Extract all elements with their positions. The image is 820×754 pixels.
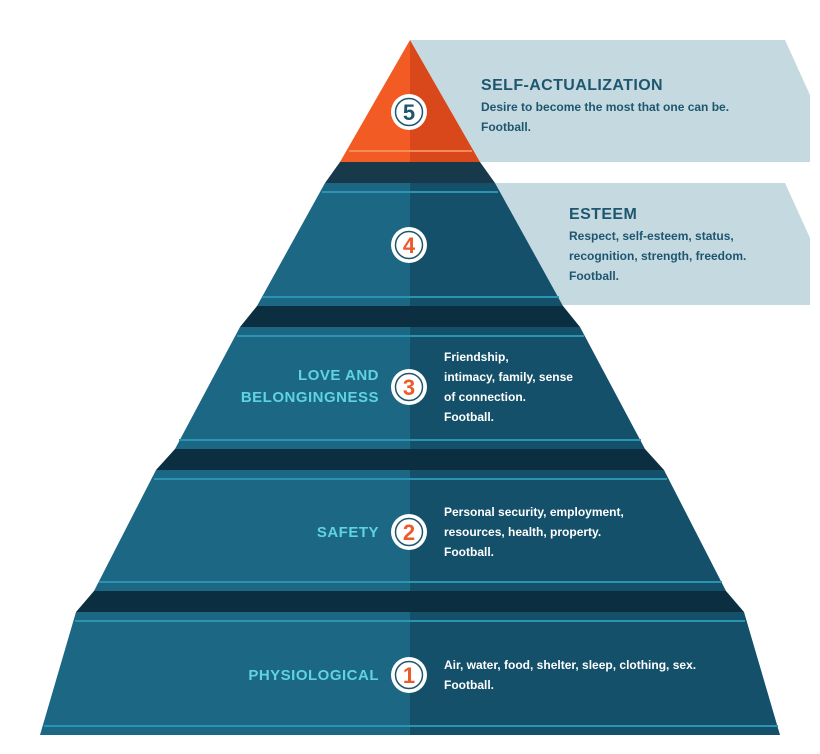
- physiological-description: Air, water, food, shelter, sleep, clothi…: [444, 655, 696, 695]
- tier-2-shadow: [76, 591, 744, 612]
- callout-esteem-panel: [492, 183, 810, 305]
- number-3-text: 3: [403, 375, 415, 400]
- description-line: Football.: [569, 269, 619, 283]
- self-actualization-title: SELF-ACTUALIZATION: [481, 77, 663, 94]
- number-5-text: 5: [403, 100, 415, 125]
- number-badge-2: 2: [391, 514, 427, 550]
- description-line: Football.: [481, 120, 531, 134]
- description-line: resources, health, property.: [444, 525, 602, 539]
- esteem-title: ESTEEM: [569, 206, 638, 223]
- callout-self-actualization-panel: [410, 40, 810, 162]
- label-line: LOVE AND: [298, 367, 379, 384]
- tier-1-shape: [40, 612, 780, 735]
- tier-2-shape: [94, 470, 726, 591]
- number-badge-4: 4: [391, 227, 427, 263]
- safety-label: SAFETY: [316, 524, 379, 541]
- number-4-text: 4: [403, 233, 416, 258]
- description-line: Air, water, food, shelter, sleep, clothi…: [444, 658, 697, 672]
- description-line: Respect, self-esteem, status,: [569, 229, 734, 243]
- number-badge-5: 5: [391, 94, 427, 130]
- description-line: Friendship,: [444, 350, 509, 364]
- tier-5-apex-shape: [340, 40, 480, 162]
- physiological-label: PHYSIOLOGICAL: [248, 667, 379, 684]
- tier-3-shape: [175, 327, 645, 449]
- tier-3-shadow: [156, 449, 664, 470]
- love-belongingness-label: LOVE AND BELONGINGNESS: [241, 365, 379, 409]
- description-line: intimacy, family, sense: [444, 370, 573, 384]
- description-line: Football.: [444, 678, 494, 692]
- description-line: Desire to become the most that one can b…: [481, 100, 730, 114]
- tier-5-shadow: [325, 162, 495, 183]
- label-line: BELONGINGNESS: [240, 389, 379, 406]
- safety-description: Personal security, employment, resources…: [444, 502, 624, 562]
- esteem-description: Respect, self-esteem, status, recognitio…: [569, 226, 746, 286]
- tier-4-shadow: [240, 306, 580, 327]
- number-1-text: 1: [403, 663, 415, 688]
- number-2-text: 2: [403, 520, 415, 545]
- description-line: recognition, strength, freedom.: [569, 249, 747, 263]
- number-badge-3: 3: [391, 369, 427, 405]
- tier-4-shape: [257, 183, 563, 306]
- description-line: Personal security, employment,: [444, 505, 624, 519]
- description-line: Football.: [444, 410, 494, 424]
- number-badge-1: 1: [391, 657, 427, 693]
- self-actualization-description: Desire to become the most that one can b…: [481, 97, 729, 137]
- description-line: Football.: [444, 545, 494, 559]
- love-belongingness-description: Friendship, intimacy, family, sense of c…: [444, 347, 573, 427]
- description-line: of connection.: [444, 390, 526, 404]
